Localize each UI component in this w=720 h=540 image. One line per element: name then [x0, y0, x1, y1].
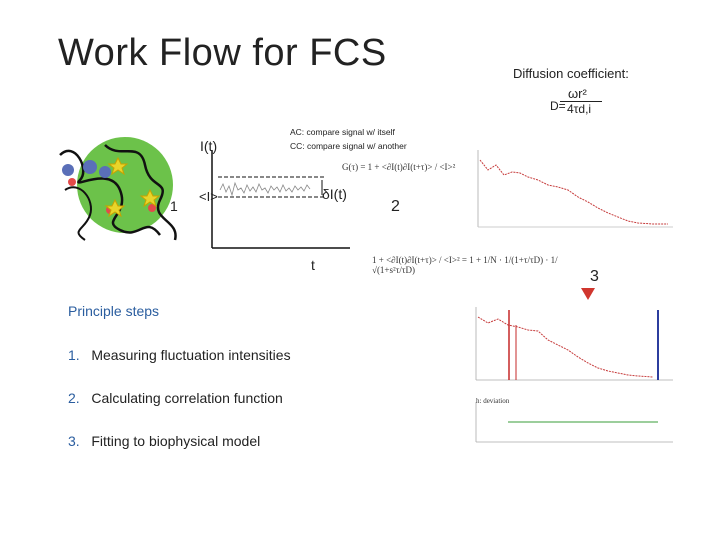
fit-equation: 1 + <∂I(t)∂I(t+τ)> / <I>² = 1 + 1/N · 1/…: [372, 255, 558, 275]
correlation-curve: [479, 159, 668, 225]
focal-volume-illustration: [59, 137, 177, 241]
fluorophore-star: [104, 198, 126, 218]
residual-plot: [475, 402, 673, 443]
principle-step-3: 3. Fitting to biophysical model: [68, 433, 260, 449]
diffusion-label: Diffusion coefficient:: [513, 66, 629, 81]
diffusion-lhs: D=: [550, 99, 566, 113]
fit-curve: [477, 316, 654, 378]
molecule-red: [148, 204, 156, 212]
fluctuation-label: δI(t): [322, 186, 347, 202]
step-arrow: [581, 242, 595, 300]
diffusion-numerator: ωr²: [568, 86, 587, 101]
step-text: Measuring fluctuation intensities: [91, 347, 291, 363]
fluorophore-star: [107, 156, 129, 176]
polymer-chain: [104, 144, 177, 241]
fraction-bar: [560, 101, 602, 102]
signal-trace: [219, 181, 311, 197]
correlation-equation: G(τ) = 1 + <∂I(t)∂I(t+τ)> / <I>²: [342, 162, 456, 172]
molecule-blue: [62, 164, 74, 176]
page-title: Work Flow for FCS: [58, 32, 387, 74]
fluorophore-star: [139, 188, 161, 208]
principle-step-2: 2. Calculating correlation function: [68, 390, 283, 406]
intensity-label: I(t): [200, 138, 218, 154]
cc-note: CC: compare signal w/ another: [290, 141, 407, 151]
correlation-plot: [477, 150, 673, 228]
principle-step-1: 1. Measuring fluctuation intensities: [68, 347, 291, 363]
step-text: Calculating correlation function: [91, 390, 283, 406]
step-number: 3.: [68, 433, 80, 449]
polymer-chain: [64, 186, 92, 241]
ac-note: AC: compare signal w/ itself: [290, 127, 395, 137]
intensity-trace-plot: [211, 150, 350, 249]
molecule-blue: [99, 166, 111, 178]
step-one-marker: 1: [170, 198, 178, 214]
step-number: 2.: [68, 390, 80, 406]
polymer-chain: [59, 149, 161, 236]
time-label: t: [311, 257, 315, 273]
molecule-blue: [83, 160, 97, 174]
step-two-marker: 2: [391, 198, 400, 215]
residual-label: h: deviation: [476, 397, 510, 405]
molecule-red: [68, 178, 76, 186]
step-number: 1.: [68, 347, 80, 363]
step-text: Fitting to biophysical model: [91, 433, 261, 449]
diffusion-denominator: 4τd,i: [567, 102, 592, 116]
principle-heading: Principle steps: [68, 303, 160, 319]
mean-intensity-label: <I>: [199, 189, 218, 204]
fit-plot: [475, 307, 673, 381]
step-three-marker: 3: [590, 268, 599, 285]
